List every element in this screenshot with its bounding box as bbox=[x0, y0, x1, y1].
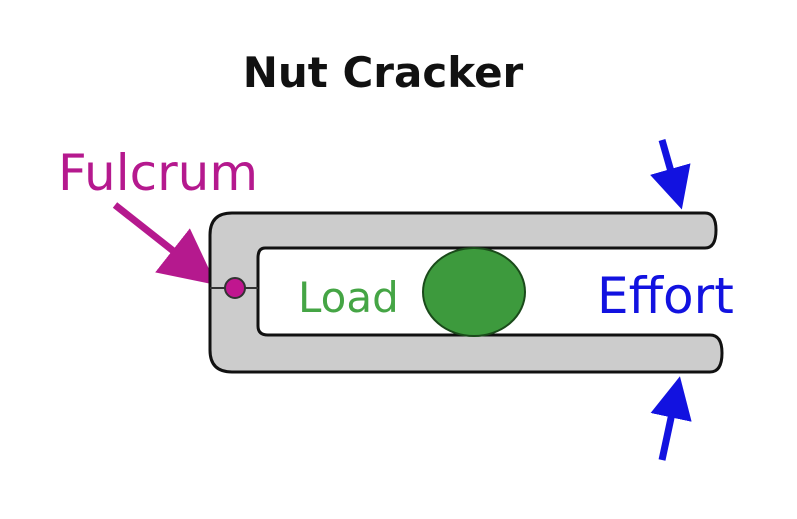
effort-arrow-top-icon bbox=[650, 139, 691, 210]
nutcracker-lever bbox=[208, 211, 724, 374]
fulcrum-label: Fulcrum bbox=[58, 144, 258, 202]
effort-arrow-bottom-icon bbox=[650, 376, 692, 461]
load-label: Load bbox=[298, 273, 399, 322]
effort-label: Effort bbox=[597, 267, 734, 325]
fulcrum-arrow-icon bbox=[112, 202, 217, 285]
load-nut bbox=[422, 247, 526, 337]
fulcrum-pivot bbox=[224, 277, 246, 299]
diagram-title: Nut Cracker bbox=[243, 48, 524, 97]
